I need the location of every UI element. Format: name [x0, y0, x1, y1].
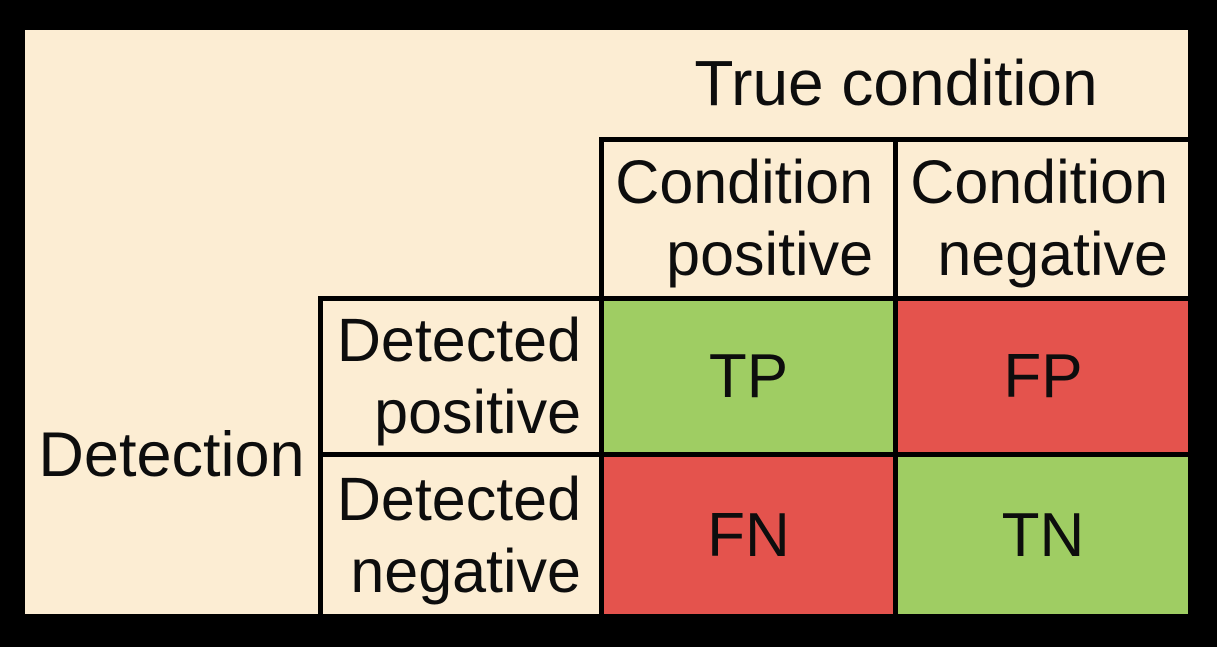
gridline-vertical-mid: [599, 137, 604, 614]
gridline-horizontal-mid: [318, 296, 1188, 301]
row-group-header: Detection: [25, 296, 318, 614]
column-header-condition-negative-label: Condition negative: [910, 148, 1168, 288]
row-header-detected-positive: Detected positive: [323, 301, 581, 452]
cell-false-negative-label: FN: [707, 501, 790, 570]
cell-false-negative: FN: [604, 457, 893, 614]
column-header-condition-negative: Condition negative: [898, 142, 1168, 296]
gridline-vertical-right: [893, 137, 898, 614]
row-header-detected-negative-label: Detected negative: [336, 464, 581, 605]
cell-false-positive: FP: [898, 301, 1188, 452]
column-header-condition-positive: Condition positive: [604, 142, 873, 296]
cell-true-positive: TP: [604, 301, 893, 452]
row-group-header-label: Detection: [38, 419, 305, 490]
cell-true-positive-label: TP: [708, 342, 789, 411]
cell-true-negative-label: TN: [1001, 501, 1085, 570]
column-group-header-label: True condition: [694, 46, 1098, 119]
column-header-condition-positive-label: Condition positive: [615, 148, 873, 288]
cell-false-positive-label: FP: [1003, 342, 1083, 411]
gridline-horizontal-top: [599, 137, 1188, 142]
row-header-detected-positive-label: Detected positive: [336, 305, 581, 446]
row-header-detected-negative: Detected negative: [323, 457, 581, 614]
column-group-header: True condition: [604, 30, 1188, 137]
gridline-horizontal-bottom: [318, 452, 1188, 457]
cell-true-negative: TN: [898, 457, 1188, 614]
